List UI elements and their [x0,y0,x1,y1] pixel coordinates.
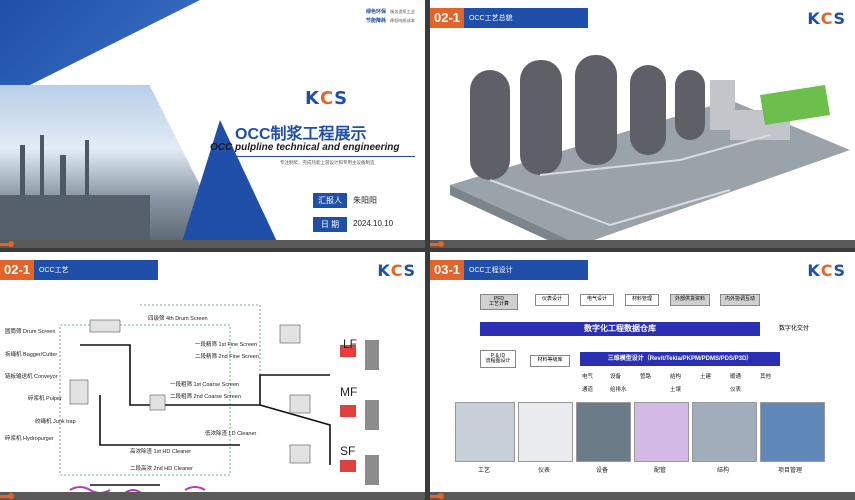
label-4th-drum: 四级筛 4th Drum Screen [148,316,208,322]
section-title: OCC工程设计 [469,267,513,274]
caption-piping: 配管 [654,468,667,474]
divider [220,156,415,157]
label-coarse-2: 二段粗筛 2nd Coarse Screen [170,394,241,400]
label-coarse-1: 一段粗筛 1st Coarse Screen [170,382,240,388]
sub-label: 电气 [582,374,594,380]
label-mf: MF [340,385,358,399]
section-header: 02-1 OCC工艺总貌 [430,8,588,28]
thumb-instrument [518,402,573,462]
progress-handle[interactable] [438,493,444,499]
label-lf: LF [343,337,358,351]
sub-label: 仪表 [730,387,742,393]
date-label: 日 期 [313,217,347,232]
date-value: 2024.10.10 [353,219,394,228]
thumb-equipment [576,402,631,462]
caption-structure: 结构 [717,468,730,474]
sub-label: 结构 [670,374,682,380]
box-instrument: 仪表设计 [535,294,569,306]
caption-process: 工艺 [478,468,491,474]
box-pid: P & ID 流程图设计 [480,350,516,368]
box-material: 材料管理 [625,294,659,306]
section-title: OCC工艺 [39,267,69,274]
slogan-line-2: 节能降耗降低吨纸成本 [366,18,415,24]
thumb-structure [692,402,757,462]
thumb-project-mgmt [760,402,825,462]
slide-progress-bar[interactable] [0,240,425,248]
section-number: 03-1 [430,260,465,280]
slide-progress-bar[interactable] [430,240,855,248]
caption-instrument: 仪表 [538,468,551,474]
progress-handle[interactable] [8,241,14,247]
reporter-label: 汇报人 [313,193,347,208]
cover-tagline: 专注制浆，完成热能上游设计和专用主设备制造 [280,160,375,165]
label-fine-1: 一段精筛 1st Fine Screen [195,342,258,348]
process-flow-diagram [59,304,379,497]
3d-model-design: 三维模型设计（Revit/Tekla/PKPM/PDMS/PDS/P3D） [580,352,780,366]
progress-handle[interactable] [438,241,444,247]
label-hydropurger: 碎浆机 Hydropurger [5,436,54,442]
sub-label: 土建 [700,374,712,380]
slogan-line-1: 绿色环保服务造纸工业 [366,9,415,15]
sub-label: 给排水 [610,387,627,393]
cover-title: OCC制浆工程展示 [235,126,367,143]
section-header: 02-1 OCC工艺 [0,260,158,280]
label-conveyor: 链板输送机 Conveyor [5,374,58,380]
caption-project-mgmt: 项目管理 [778,468,803,474]
slide-progress-bar[interactable] [0,492,425,500]
cover-subtitle: OCC pulpline technical and engineering [210,142,400,153]
section-title: OCC工艺总貌 [469,15,513,22]
sub-label: 设备 [610,374,622,380]
thumb-process [455,402,515,462]
data-warehouse: 数字化工程数据仓库 [480,322,760,336]
sub-label: 土壤 [670,387,682,393]
slide-progress-bar[interactable] [430,492,855,500]
label-fine-2: 二段精筛 2nd Fine Screen [195,354,259,360]
sub-label: 暖通 [730,374,742,380]
plant-3d-model [450,55,850,240]
label-drum-screen: 圆筒筛 Drum Screen [5,329,56,335]
sub-label: 管路 [640,374,652,380]
label-bagger-cutter: 拆绳机 Bagger/Cutter [5,352,58,358]
label-pulper: 碎浆机 Pulper [28,396,62,402]
section-number: 02-1 [430,8,465,28]
box-coordination: 内外协调互动 [720,294,760,306]
section-header: 03-1 OCC工程设计 [430,260,588,280]
thumb-piping [634,402,689,462]
digital-delivery: 数字化交付 [770,323,818,335]
label-ld-cleaner: 低浓除渣 LD Cleaner [205,431,257,437]
progress-handle[interactable] [8,493,14,499]
box-external-supply: 外部供货资料 [670,294,710,306]
box-electrical: 电气设计 [580,294,614,306]
reporter-name: 朱阳阳 [353,196,377,205]
sub-label: 其他 [760,374,772,380]
label-junk-trap: 绞绳机 Junk trap [35,419,76,425]
sub-label: 通道 [582,387,594,393]
section-number: 02-1 [0,260,35,280]
box-material-table: 材料等级库 [530,355,570,367]
label-hd1: 高浓除渣 1st HD Cleaner [130,449,192,455]
label-sf: SF [340,444,356,458]
box-pfd: PFD 工艺计算 [480,294,518,310]
caption-equipment: 设备 [596,468,609,474]
label-hd2: 二段高浓 2nd HD Cleaner [130,466,193,472]
